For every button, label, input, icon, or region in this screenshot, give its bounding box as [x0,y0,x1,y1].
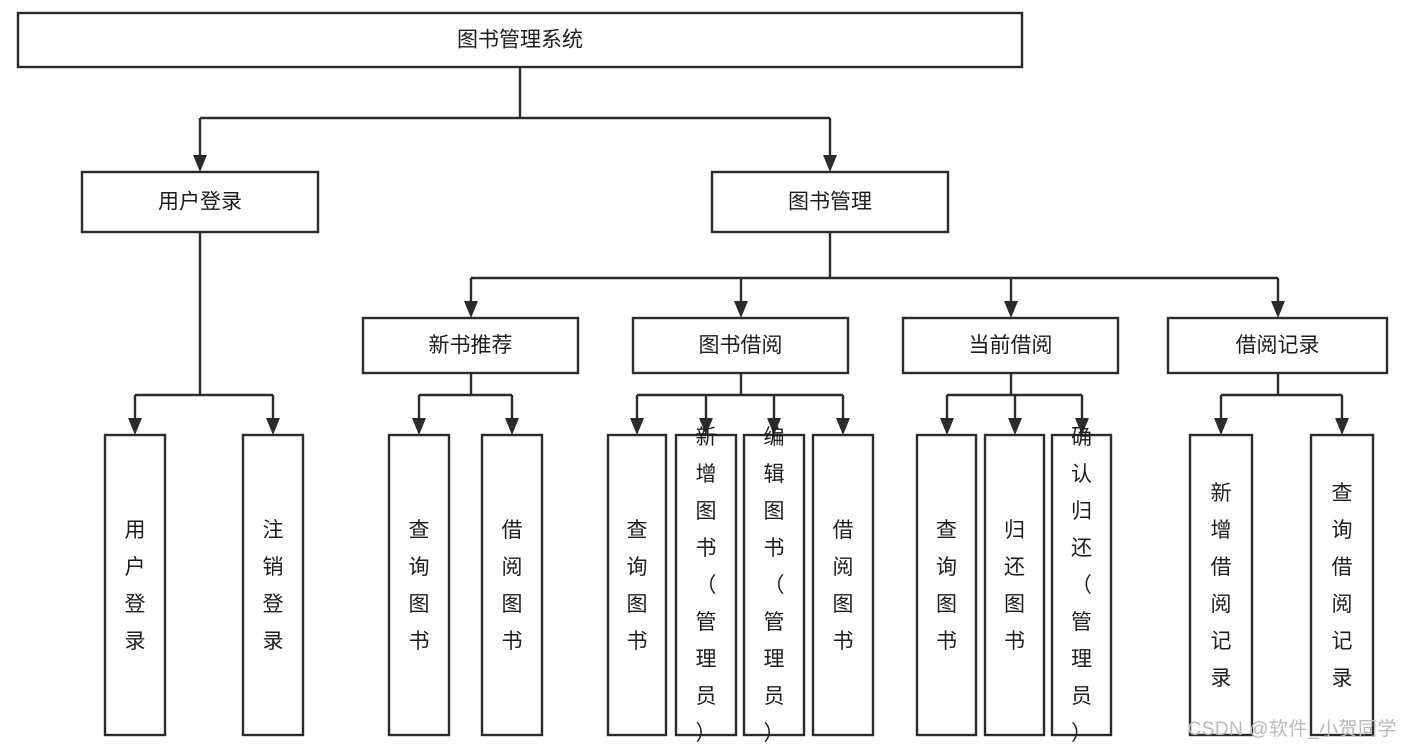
nodes-layer: 图书管理系统用户登录图书管理新书推荐图书借阅当前借阅借阅记录用户登录注销登录查询… [16,11,1389,745]
node-bookmgmt[interactable]: 图书管理 [710,170,950,234]
node-box-l1[interactable] [103,433,167,737]
node-box-r2[interactable] [1309,433,1375,737]
node-label-n2: 借阅图书 [502,519,523,653]
node-label-newbook: 新书推荐 [429,334,513,357]
node-r2[interactable]: 查询借阅记录 [1309,433,1375,737]
node-box-c3[interactable] [1050,433,1113,737]
node-box-l2[interactable] [241,433,305,737]
node-label-r1: 新增借阅记录 [1211,482,1232,690]
node-label-current: 当前借阅 [969,334,1053,357]
node-box-bookmgmt[interactable] [710,170,950,234]
node-r1[interactable]: 新增借阅记录 [1188,433,1254,737]
node-box-login[interactable] [80,170,320,234]
node-newbook[interactable]: 新书推荐 [361,316,580,375]
node-label-borrow: 图书借阅 [699,334,783,357]
node-box-newbook[interactable] [361,316,580,375]
node-label-c2: 归还图书 [1004,519,1025,653]
node-box-b2[interactable] [674,433,738,737]
node-label-login: 用户登录 [158,191,242,214]
node-box-records[interactable] [1166,316,1389,375]
node-n2[interactable]: 借阅图书 [480,433,544,737]
node-box-n1[interactable] [387,433,451,737]
node-label-b2: 新增图书（管理员） [696,426,717,745]
watermark: CSDN @软件_小贺同学 [1187,719,1397,740]
node-n1[interactable]: 查询图书 [387,433,451,737]
node-login[interactable]: 用户登录 [80,170,320,234]
edge-group-borrow [630,373,850,435]
node-label-bookmgmt: 图书管理 [788,191,872,214]
node-current[interactable]: 当前借阅 [901,316,1120,375]
node-b1[interactable]: 查询图书 [606,433,668,737]
node-label-n1: 查询图书 [409,519,430,653]
node-label-b1: 查询图书 [627,519,648,653]
node-c1[interactable]: 查询图书 [915,433,978,737]
node-c2[interactable]: 归还图书 [983,433,1046,737]
node-label-records: 借阅记录 [1236,334,1320,357]
node-label-r2: 查询借阅记录 [1332,482,1353,690]
node-label-root: 图书管理系统 [457,29,583,52]
node-b3[interactable]: 编辑图书（管理员） [742,426,806,745]
node-records[interactable]: 借阅记录 [1166,316,1389,375]
node-root[interactable]: 图书管理系统 [16,11,1024,69]
edge-group-newbook [412,373,519,435]
edges-layer [128,67,1349,435]
node-label-l2: 注销登录 [263,519,284,653]
node-box-n2[interactable] [480,433,544,737]
edge-group-records [1214,373,1349,435]
node-box-c2[interactable] [983,433,1046,737]
node-box-current[interactable] [901,316,1120,375]
node-label-b3: 编辑图书（管理员） [764,426,785,745]
node-box-borrow[interactable] [631,316,850,375]
node-label-l1: 用户登录 [125,519,146,653]
node-label-c3: 确认归还（管理员） [1071,426,1092,745]
node-b4[interactable]: 借阅图书 [811,433,875,737]
edge-group-bookmgmt [464,232,1285,318]
node-box-b1[interactable] [606,433,668,737]
node-l1[interactable]: 用户登录 [103,433,167,737]
node-label-c1: 查询图书 [936,519,957,653]
edge-group-current [940,373,1089,435]
edge-group-root [193,67,837,172]
node-box-b4[interactable] [811,433,875,737]
node-b2[interactable]: 新增图书（管理员） [674,426,738,745]
node-l2[interactable]: 注销登录 [241,433,305,737]
node-c3[interactable]: 确认归还（管理员） [1050,426,1113,745]
edge-group-login [128,232,280,435]
node-box-c1[interactable] [915,433,978,737]
node-box-root[interactable] [16,11,1024,69]
node-borrow[interactable]: 图书借阅 [631,316,850,375]
node-box-r1[interactable] [1188,433,1254,737]
node-label-b4: 借阅图书 [833,519,854,653]
node-box-b3[interactable] [742,433,806,737]
